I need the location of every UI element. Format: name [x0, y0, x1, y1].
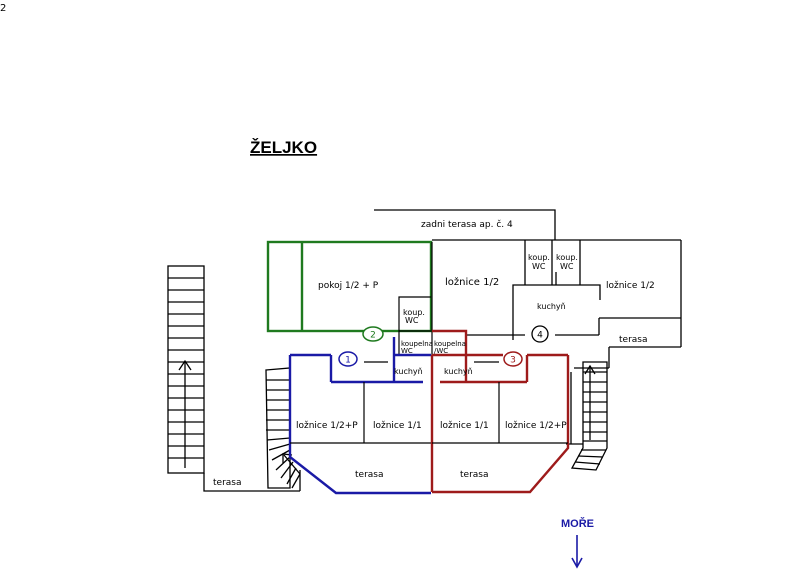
- apartment-4-number: 4: [537, 331, 543, 341]
- apartment-2-number: 2: [370, 331, 376, 341]
- plan-title: ŽELJKO: [250, 138, 317, 157]
- apartment-3-marker: 3: [503, 351, 523, 367]
- label-koup-a-1: koup.: [528, 253, 550, 262]
- label-koup-b-2: WC: [560, 262, 574, 271]
- apartment-3-number: 3: [510, 356, 516, 366]
- label-terasa-right: terasa: [619, 335, 648, 345]
- label-koupelna-2a: koupelna: [434, 340, 466, 348]
- label-more: MOŘE: [561, 517, 594, 530]
- label-kuchyn-top: kuchyň: [537, 301, 566, 311]
- label-pokoj: pokoj 1/2 + P: [318, 281, 379, 291]
- label-kuchyn-3: kuchyň: [444, 366, 473, 376]
- apartment-1-number: 1: [345, 356, 351, 366]
- apartment-4-marker: 4: [531, 325, 549, 343]
- label-koupelna-1b: WC: [401, 347, 413, 355]
- apartment-1-walls: [288, 337, 431, 495]
- label-zadni-terasa: zadni terasa ap. č. 4: [421, 219, 513, 230]
- label-terasa-mid-1: terasa: [355, 470, 384, 480]
- apartment-2-marker: 2: [362, 326, 384, 342]
- sea-arrow-icon: [571, 535, 583, 569]
- back-terrace: [374, 209, 556, 240]
- apartment-1-marker: 1: [338, 351, 358, 367]
- left-staircase: [167, 265, 205, 474]
- label-koup-c-2: WC: [405, 316, 419, 325]
- label-koup-b-1: koup.: [556, 253, 578, 262]
- label-kuchyn-1: kuchyň: [394, 366, 423, 376]
- label-koupelna-2b: /WC: [434, 347, 448, 355]
- label-loznice-11-b: ložnice 1/1: [440, 421, 489, 431]
- apartment-1-interior: [290, 361, 431, 444]
- label-terasa-left: terasa: [213, 478, 242, 488]
- label-koup-c-1: koup.: [403, 308, 425, 317]
- label-loznice-11-a: ložnice 1/1: [373, 421, 422, 431]
- apartment-2-walls: [266, 240, 433, 333]
- label-loznice-12-right: ložnice 1/2: [606, 281, 655, 291]
- corner-mark: 2: [0, 3, 6, 14]
- label-loznice-left: ložnice 1/2+P: [296, 421, 358, 431]
- label-koupelna-1a: koupelna: [401, 340, 433, 348]
- apartment-4-walls: [432, 239, 682, 369]
- apartment-2-interior: [398, 242, 433, 368]
- apartment-3-walls: [430, 329, 570, 494]
- label-loznice-12-top: ložnice 1/2: [445, 276, 499, 288]
- right-spiral-stairs: [570, 361, 608, 471]
- label-koup-a-2: WC: [532, 262, 546, 271]
- left-terrace-outline: [203, 473, 300, 492]
- label-loznice-right: ložnice 1/2+P: [505, 421, 567, 431]
- left-spiral-stairs: [265, 367, 301, 491]
- apartment-3-interior: [432, 361, 568, 444]
- label-terasa-mid-3: terasa: [460, 470, 489, 480]
